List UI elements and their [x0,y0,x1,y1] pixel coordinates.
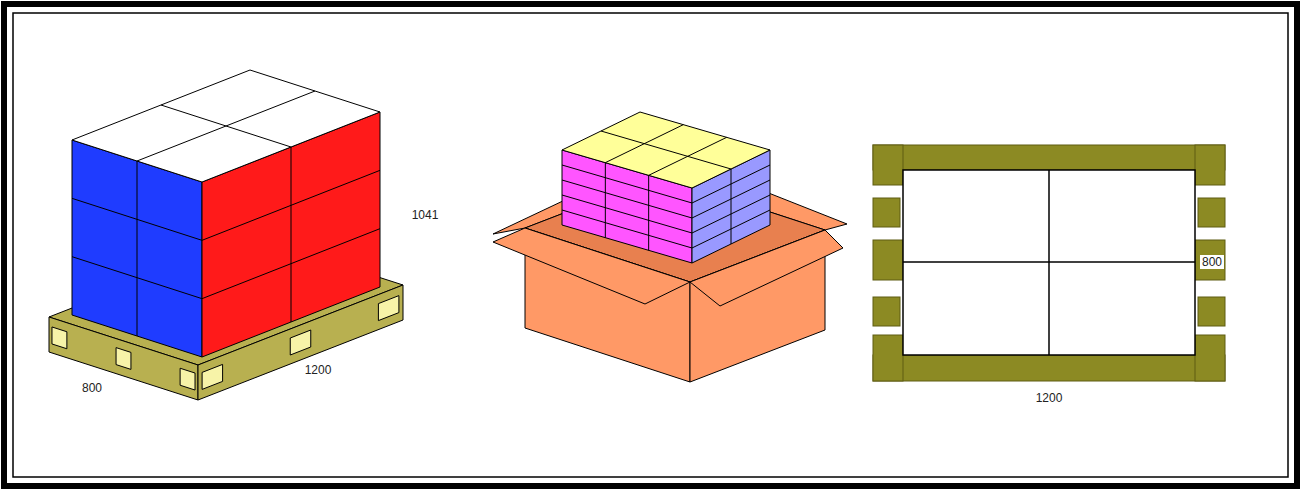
dimension-label: 800 [1200,255,1224,269]
pallet-block [378,296,399,321]
box-seam [692,210,770,248]
pallet-block [180,368,195,390]
box-seam [692,180,770,218]
pallet-block [202,364,223,389]
box-seam [692,165,770,203]
box-seam [562,180,692,218]
box-seam [692,195,770,233]
box-seam [72,198,202,240]
box-seam [137,91,315,161]
carton-with-products [493,112,847,382]
carton-footprint [903,170,1195,355]
box-seam [72,257,202,299]
box-top [72,70,380,182]
pallet-top-view [873,145,1225,381]
inner-frame [13,13,1288,477]
pallet-block [116,348,131,370]
pallet-board [873,335,903,381]
pallet-block [1198,198,1225,227]
dimension-label: 800 [80,381,104,395]
pallet-block [52,327,67,349]
box-seam [291,147,292,322]
pallet-block [290,330,311,355]
dimension-label: 1200 [303,363,334,377]
box-seam [562,210,692,248]
box-seam [137,161,138,336]
loaded-pallet [49,70,403,400]
box-seam [161,105,291,147]
box-seam [562,195,692,233]
dimension-label: 1200 [1034,391,1065,405]
pallet-block [873,198,900,227]
dimension-label: 1041 [410,208,441,222]
pallet-board [1195,335,1225,381]
pallet-board [1195,145,1225,185]
pallet-block [1198,297,1225,326]
box-seam [605,163,606,238]
pallet-block [873,297,900,326]
pallet-block [1195,240,1225,280]
carton-divider [903,261,1195,263]
box-seam [202,229,380,299]
box-seam [648,175,649,250]
pallet-block [873,240,903,280]
pallet-board [873,145,903,185]
pallet-board [873,355,1225,381]
box-seam [731,169,732,244]
box-top [562,112,770,188]
box-seam [562,165,692,203]
box-seam [202,170,380,240]
pallet-board [873,145,1225,170]
outer-frame [4,4,1297,486]
box-seam [601,131,731,169]
